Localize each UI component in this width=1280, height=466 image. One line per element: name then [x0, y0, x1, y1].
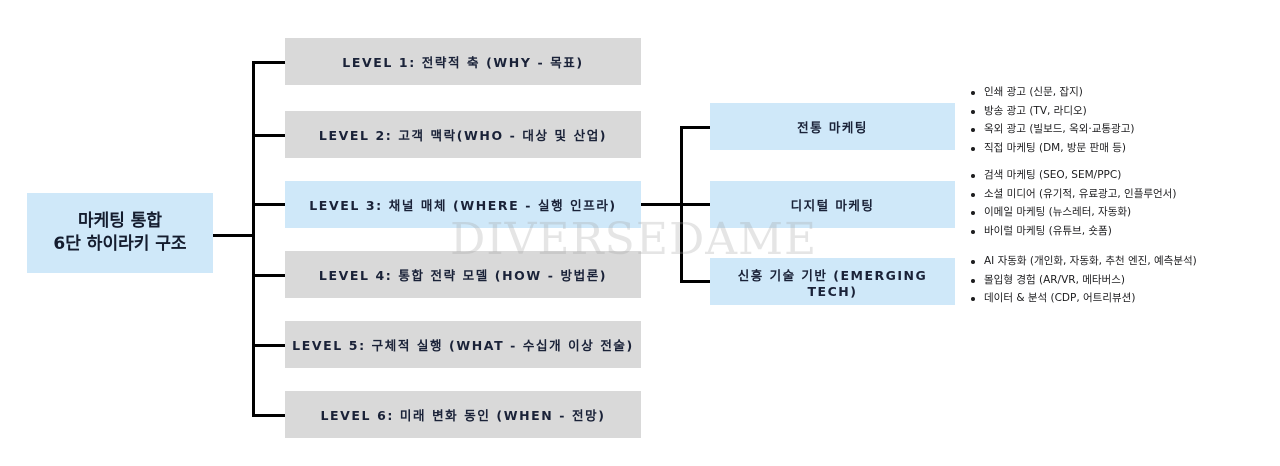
connector-root-stem: [213, 234, 253, 237]
connector-level-5: [252, 344, 285, 347]
traditional-items-list: 인쇄 광고 (신문, 잡지) 방송 광고 (TV, 라디오) 옥외 광고 (빌보…: [969, 83, 1134, 157]
digital-items-list: 검색 마케팅 (SEO, SEM/PPC) 소셜 미디어 (유기적, 유료광고,…: [969, 166, 1176, 240]
list-item: 방송 광고 (TV, 라디오): [969, 102, 1134, 121]
connector-level-6: [252, 414, 285, 417]
list-item: 옥외 광고 (빌보드, 옥외·교통광고): [969, 120, 1134, 139]
channel-traditional-node: 전통 마케팅: [710, 103, 955, 150]
list-item: 소셜 미디어 (유기적, 유료광고, 인플루언서): [969, 185, 1176, 204]
level-6-node: LEVEL 6: 미래 변화 동인 (WHEN - 전망): [285, 391, 641, 438]
channel-emerging-node: 신흥 기술 기반 (EMERGING TECH): [710, 258, 955, 305]
root-title-line1: 마케팅 통합: [77, 211, 163, 231]
level-4-node: LEVEL 4: 통합 전략 모델 (HOW - 방법론): [285, 251, 641, 298]
root-title-line2: 6단 하이라키 구조: [53, 234, 187, 254]
level-3-node: LEVEL 3: 채널 매체 (WHERE - 실행 인프라): [285, 181, 641, 228]
connector-level3-stem: [641, 203, 710, 206]
list-item: 직접 마케팅 (DM, 방문 판매 등): [969, 139, 1134, 158]
connector-channel-1: [680, 126, 710, 129]
list-item: 이메일 마케팅 (뉴스레터, 자동화): [969, 203, 1176, 222]
list-item: 몰입형 경험 (AR/VR, 메타버스): [969, 271, 1197, 290]
connector-channel-3: [680, 280, 710, 283]
connector-level-3: [252, 203, 285, 206]
connector-channel-2: [680, 203, 710, 206]
level-1-label: LEVEL 1: 전략적 축 (WHY - 목표): [342, 55, 584, 70]
level-2-label: LEVEL 2: 고객 맥락(WHO - 대상 및 산업): [318, 128, 608, 143]
level-5-node: LEVEL 5: 구체적 실행 (WHAT - 수십개 이상 전술): [285, 321, 641, 368]
list-item: 데이터 & 분석 (CDP, 어트리뷰션): [969, 289, 1197, 308]
root-node: 마케팅 통합 6단 하이라키 구조: [27, 193, 213, 273]
channel-digital-label: 디지털 마케팅: [790, 198, 875, 213]
level-2-node: LEVEL 2: 고객 맥락(WHO - 대상 및 산업): [285, 111, 641, 158]
list-item: 검색 마케팅 (SEO, SEM/PPC): [969, 166, 1176, 185]
connector-level-1: [252, 61, 285, 64]
level-5-label: LEVEL 5: 구체적 실행 (WHAT - 수십개 이상 전술): [292, 338, 634, 353]
level-1-node: LEVEL 1: 전략적 축 (WHY - 목표): [285, 38, 641, 85]
channel-digital-node: 디지털 마케팅: [710, 181, 955, 228]
level-3-label: LEVEL 3: 채널 매체 (WHERE - 실행 인프라): [309, 198, 617, 213]
channel-traditional-label: 전통 마케팅: [797, 120, 868, 135]
connector-level-4: [252, 274, 285, 277]
list-item: AI 자동화 (개인화, 자동화, 추천 엔진, 예측분석): [969, 252, 1197, 271]
connector-level-2: [252, 134, 285, 137]
level-4-label: LEVEL 4: 통합 전략 모델 (HOW - 방법론): [318, 268, 608, 283]
connector-levels-trunk: [252, 62, 255, 416]
channel-emerging-label: 신흥 기술 기반 (EMERGING TECH): [737, 267, 928, 299]
list-item: 인쇄 광고 (신문, 잡지): [969, 83, 1134, 102]
list-item: 바이럴 마케팅 (유튜브, 숏폼): [969, 222, 1176, 241]
level-6-label: LEVEL 6: 미래 변화 동인 (WHEN - 전망): [320, 408, 606, 423]
emerging-items-list: AI 자동화 (개인화, 자동화, 추천 엔진, 예측분석) 몰입형 경험 (A…: [969, 252, 1197, 308]
